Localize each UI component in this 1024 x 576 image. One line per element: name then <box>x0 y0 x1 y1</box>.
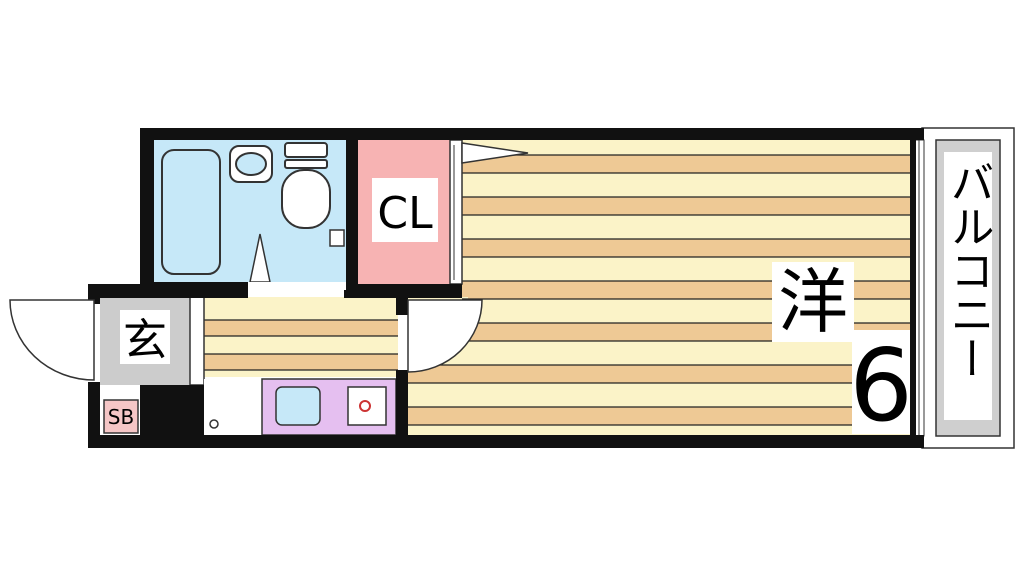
entrance-door-icon <box>9 299 95 381</box>
toilet-icon <box>281 142 331 229</box>
hallway-floor <box>204 297 398 377</box>
closet-label: CL <box>377 188 433 239</box>
sink-icon <box>275 386 321 426</box>
western-room-size: 6 <box>849 327 913 444</box>
walls <box>88 128 924 448</box>
shoe-box-label: SB <box>108 405 134 429</box>
balcony-label: バルコニー <box>943 160 994 380</box>
entrance-label: 玄 <box>123 315 167 366</box>
kitchen <box>204 378 397 436</box>
unit-bath <box>154 140 346 290</box>
shoe-box <box>100 385 204 440</box>
room-door-icon <box>407 299 483 373</box>
stove-icon <box>347 386 387 426</box>
western-room-label: 洋 <box>778 261 848 343</box>
balcony <box>913 127 1015 449</box>
